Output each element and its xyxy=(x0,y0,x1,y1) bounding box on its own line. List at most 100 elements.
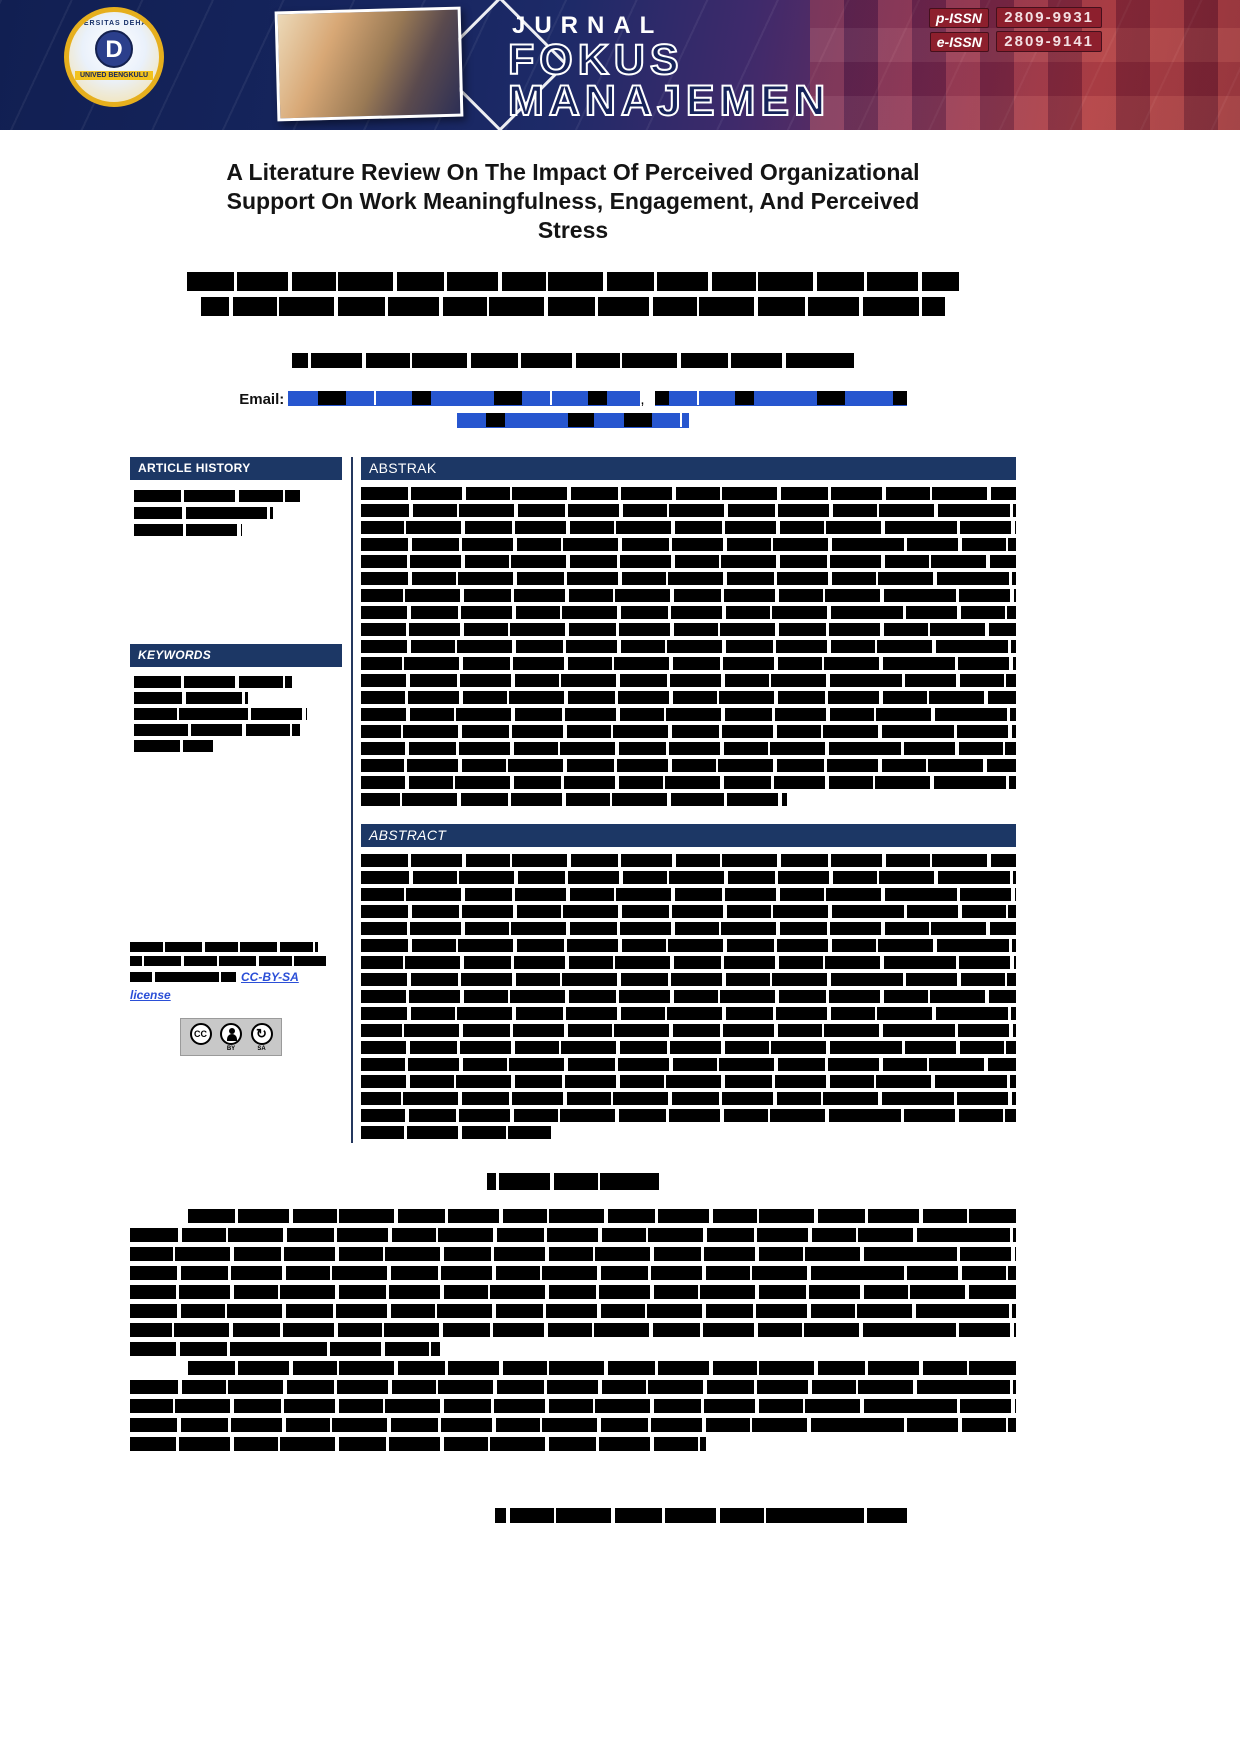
license-word-link[interactable]: license xyxy=(130,988,171,1002)
journal-name-line1: FOKUS xyxy=(507,36,684,84)
redacted-line xyxy=(130,1418,1016,1432)
redacted-line xyxy=(130,1247,1016,1261)
redacted-line xyxy=(361,1075,1016,1088)
university-abbrev-label: UNIVED BENGKULU xyxy=(74,71,154,80)
redacted-line xyxy=(361,956,1016,969)
redacted-line xyxy=(361,538,1016,551)
email-separator: , xyxy=(640,391,645,408)
redacted-line xyxy=(361,973,1016,986)
redacted-line xyxy=(361,555,1016,568)
p-issn-row: p-ISSN 2809-9931 xyxy=(928,7,1102,28)
article-body xyxy=(130,1173,1016,1451)
by-label: BY xyxy=(226,1045,236,1052)
redacted-line xyxy=(361,691,1016,704)
redacted-line xyxy=(134,507,274,519)
cc-by-sa-link[interactable]: CC-BY-SA xyxy=(241,970,299,984)
redacted-section-heading xyxy=(487,1173,659,1190)
redacted-line xyxy=(361,854,1016,867)
redacted-line xyxy=(361,606,1016,619)
abstrak-header: ABSTRAK xyxy=(361,457,1016,480)
redacted-line xyxy=(130,1285,1016,1299)
redacted-line xyxy=(361,776,1016,789)
redacted-line xyxy=(361,1092,1016,1105)
article-title-line1: A Literature Review On The Impact Of Per… xyxy=(226,159,920,185)
redacted-line xyxy=(361,572,1016,585)
redacted-line xyxy=(361,1007,1016,1020)
redacted-line xyxy=(130,1228,1016,1242)
redacted-line xyxy=(361,521,1016,534)
e-issn-label: e-ISSN xyxy=(929,31,989,52)
email-label: Email: xyxy=(239,391,285,408)
redacted-email-link-1[interactable] xyxy=(288,391,641,406)
sa-label: SA xyxy=(257,1045,266,1052)
redacted-line xyxy=(361,504,1016,517)
redacted-line xyxy=(361,742,1016,755)
license-text-line: CC-BY-SA xyxy=(130,970,342,984)
university-logo-seal: UNIVERSITAS DEHASEN D UNIVED BENGKULU xyxy=(64,7,164,107)
redacted-line xyxy=(187,272,959,291)
redacted-line xyxy=(361,657,1016,670)
redacted-line xyxy=(361,1041,1016,1054)
redacted-line xyxy=(361,674,1016,687)
license-text-line xyxy=(130,956,342,966)
license-text-line: license xyxy=(130,988,342,1002)
keywords-header: KEYWORDS xyxy=(130,644,342,667)
redacted-translated-title xyxy=(130,272,1016,316)
redacted-line xyxy=(361,623,1016,636)
redacted-line xyxy=(361,1126,551,1139)
redacted-line xyxy=(361,922,1016,935)
article-content: A Literature Review On The Impact Of Per… xyxy=(130,130,1016,1523)
redacted-authors xyxy=(292,353,854,368)
cc-by-sa-badge[interactable]: CC BY ↻ SA xyxy=(180,1018,282,1056)
redacted-line xyxy=(361,1058,1016,1071)
article-title: A Literature Review On The Impact Of Per… xyxy=(130,158,1016,245)
redacted-line xyxy=(130,956,326,966)
email-line-1: Email: , xyxy=(130,391,1016,408)
redacted-paragraph-1 xyxy=(130,1209,1016,1356)
email-block: Email: , xyxy=(130,391,1016,430)
redacted-line xyxy=(361,1024,1016,1037)
university-logo-letter: D xyxy=(95,30,133,68)
redacted-line xyxy=(130,1380,1016,1394)
keywords-label: KEYWORDS xyxy=(138,648,212,662)
p-issn-value: 2809-9931 xyxy=(996,7,1102,28)
journal-title-block: JURNAL FOKUS MANAJEMEN xyxy=(507,12,830,124)
open-access-license-note: CC-BY-SA license xyxy=(130,942,342,1002)
redacted-line xyxy=(361,759,1016,772)
redacted-line xyxy=(361,990,1016,1003)
redacted-line xyxy=(130,1266,1016,1280)
redacted-line xyxy=(361,888,1016,901)
cc-logo-item: CC xyxy=(189,1022,212,1052)
redacted-line xyxy=(361,589,1016,602)
redacted-line xyxy=(361,487,1016,500)
redacted-line xyxy=(361,793,787,806)
abstract-label: ABSTRACT xyxy=(369,827,447,843)
redacted-line xyxy=(130,942,318,952)
redacted-line xyxy=(130,1323,1016,1337)
abstract-header: ABSTRACT xyxy=(361,824,1016,847)
redacted-line xyxy=(361,939,1016,952)
university-logo: UNIVERSITAS DEHASEN D UNIVED BENGKULU xyxy=(30,7,198,123)
redacted-line xyxy=(130,1342,441,1356)
redacted-line xyxy=(361,905,1016,918)
redacted-email-link-2[interactable] xyxy=(654,391,907,406)
redacted-line xyxy=(134,708,307,720)
redacted-abstrak-text xyxy=(361,487,1016,806)
redacted-keywords xyxy=(134,676,342,752)
redacted-line xyxy=(188,1361,1016,1375)
journal-banner: UNIVERSITAS DEHASEN D UNIVED BENGKULU JU… xyxy=(0,0,1240,130)
redacted-line xyxy=(134,740,214,752)
redacted-line xyxy=(130,972,236,982)
redacted-line xyxy=(134,490,301,502)
issn-box: p-ISSN 2809-9931 e-ISSN 2809-9141 xyxy=(928,7,1102,55)
redacted-email-link-3[interactable] xyxy=(457,413,689,428)
redacted-line xyxy=(361,640,1016,653)
cc-by-item: BY xyxy=(220,1022,242,1052)
redacted-footer-citation xyxy=(495,1508,907,1523)
license-text-line xyxy=(130,942,342,952)
two-column-section: ARTICLE HISTORY KEYWORDS CC- xyxy=(130,457,1016,1143)
attribution-person-icon xyxy=(220,1022,242,1045)
journal-label: JURNAL xyxy=(512,12,664,39)
redacted-line xyxy=(201,297,945,316)
